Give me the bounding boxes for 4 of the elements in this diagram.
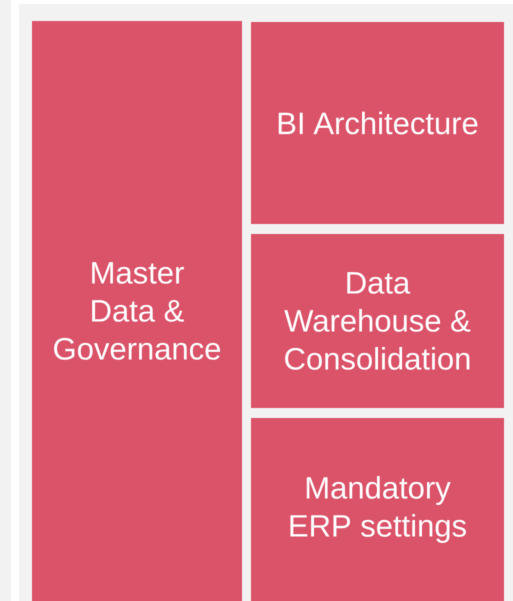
- topic-box: BI Architecture: [251, 22, 504, 224]
- topic-box: Data Warehouse & Consolidation: [251, 234, 504, 408]
- topic-box: Mandatory ERP settings: [251, 418, 504, 601]
- topic-box: Master Data & Governance: [32, 21, 242, 601]
